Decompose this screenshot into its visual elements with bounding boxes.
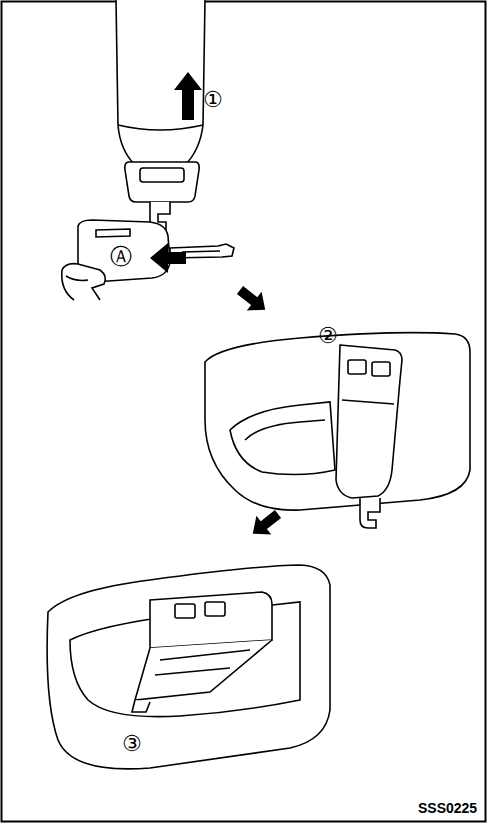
callout-letter: Ⓐ (110, 246, 132, 268)
arrow (150, 243, 186, 273)
callout-number: ② (318, 325, 338, 347)
arrow (233, 281, 273, 320)
arrow (245, 505, 285, 544)
callout-number: ③ (122, 733, 142, 755)
seat-buckle-stowed (47, 565, 330, 769)
arrow (174, 72, 202, 120)
callout-number: ① (203, 89, 223, 111)
belt-strap (116, 0, 205, 230)
seat-buckle-upright (205, 333, 470, 528)
figure-code: SSS0225 (418, 801, 477, 815)
key-and-hand (62, 220, 234, 300)
